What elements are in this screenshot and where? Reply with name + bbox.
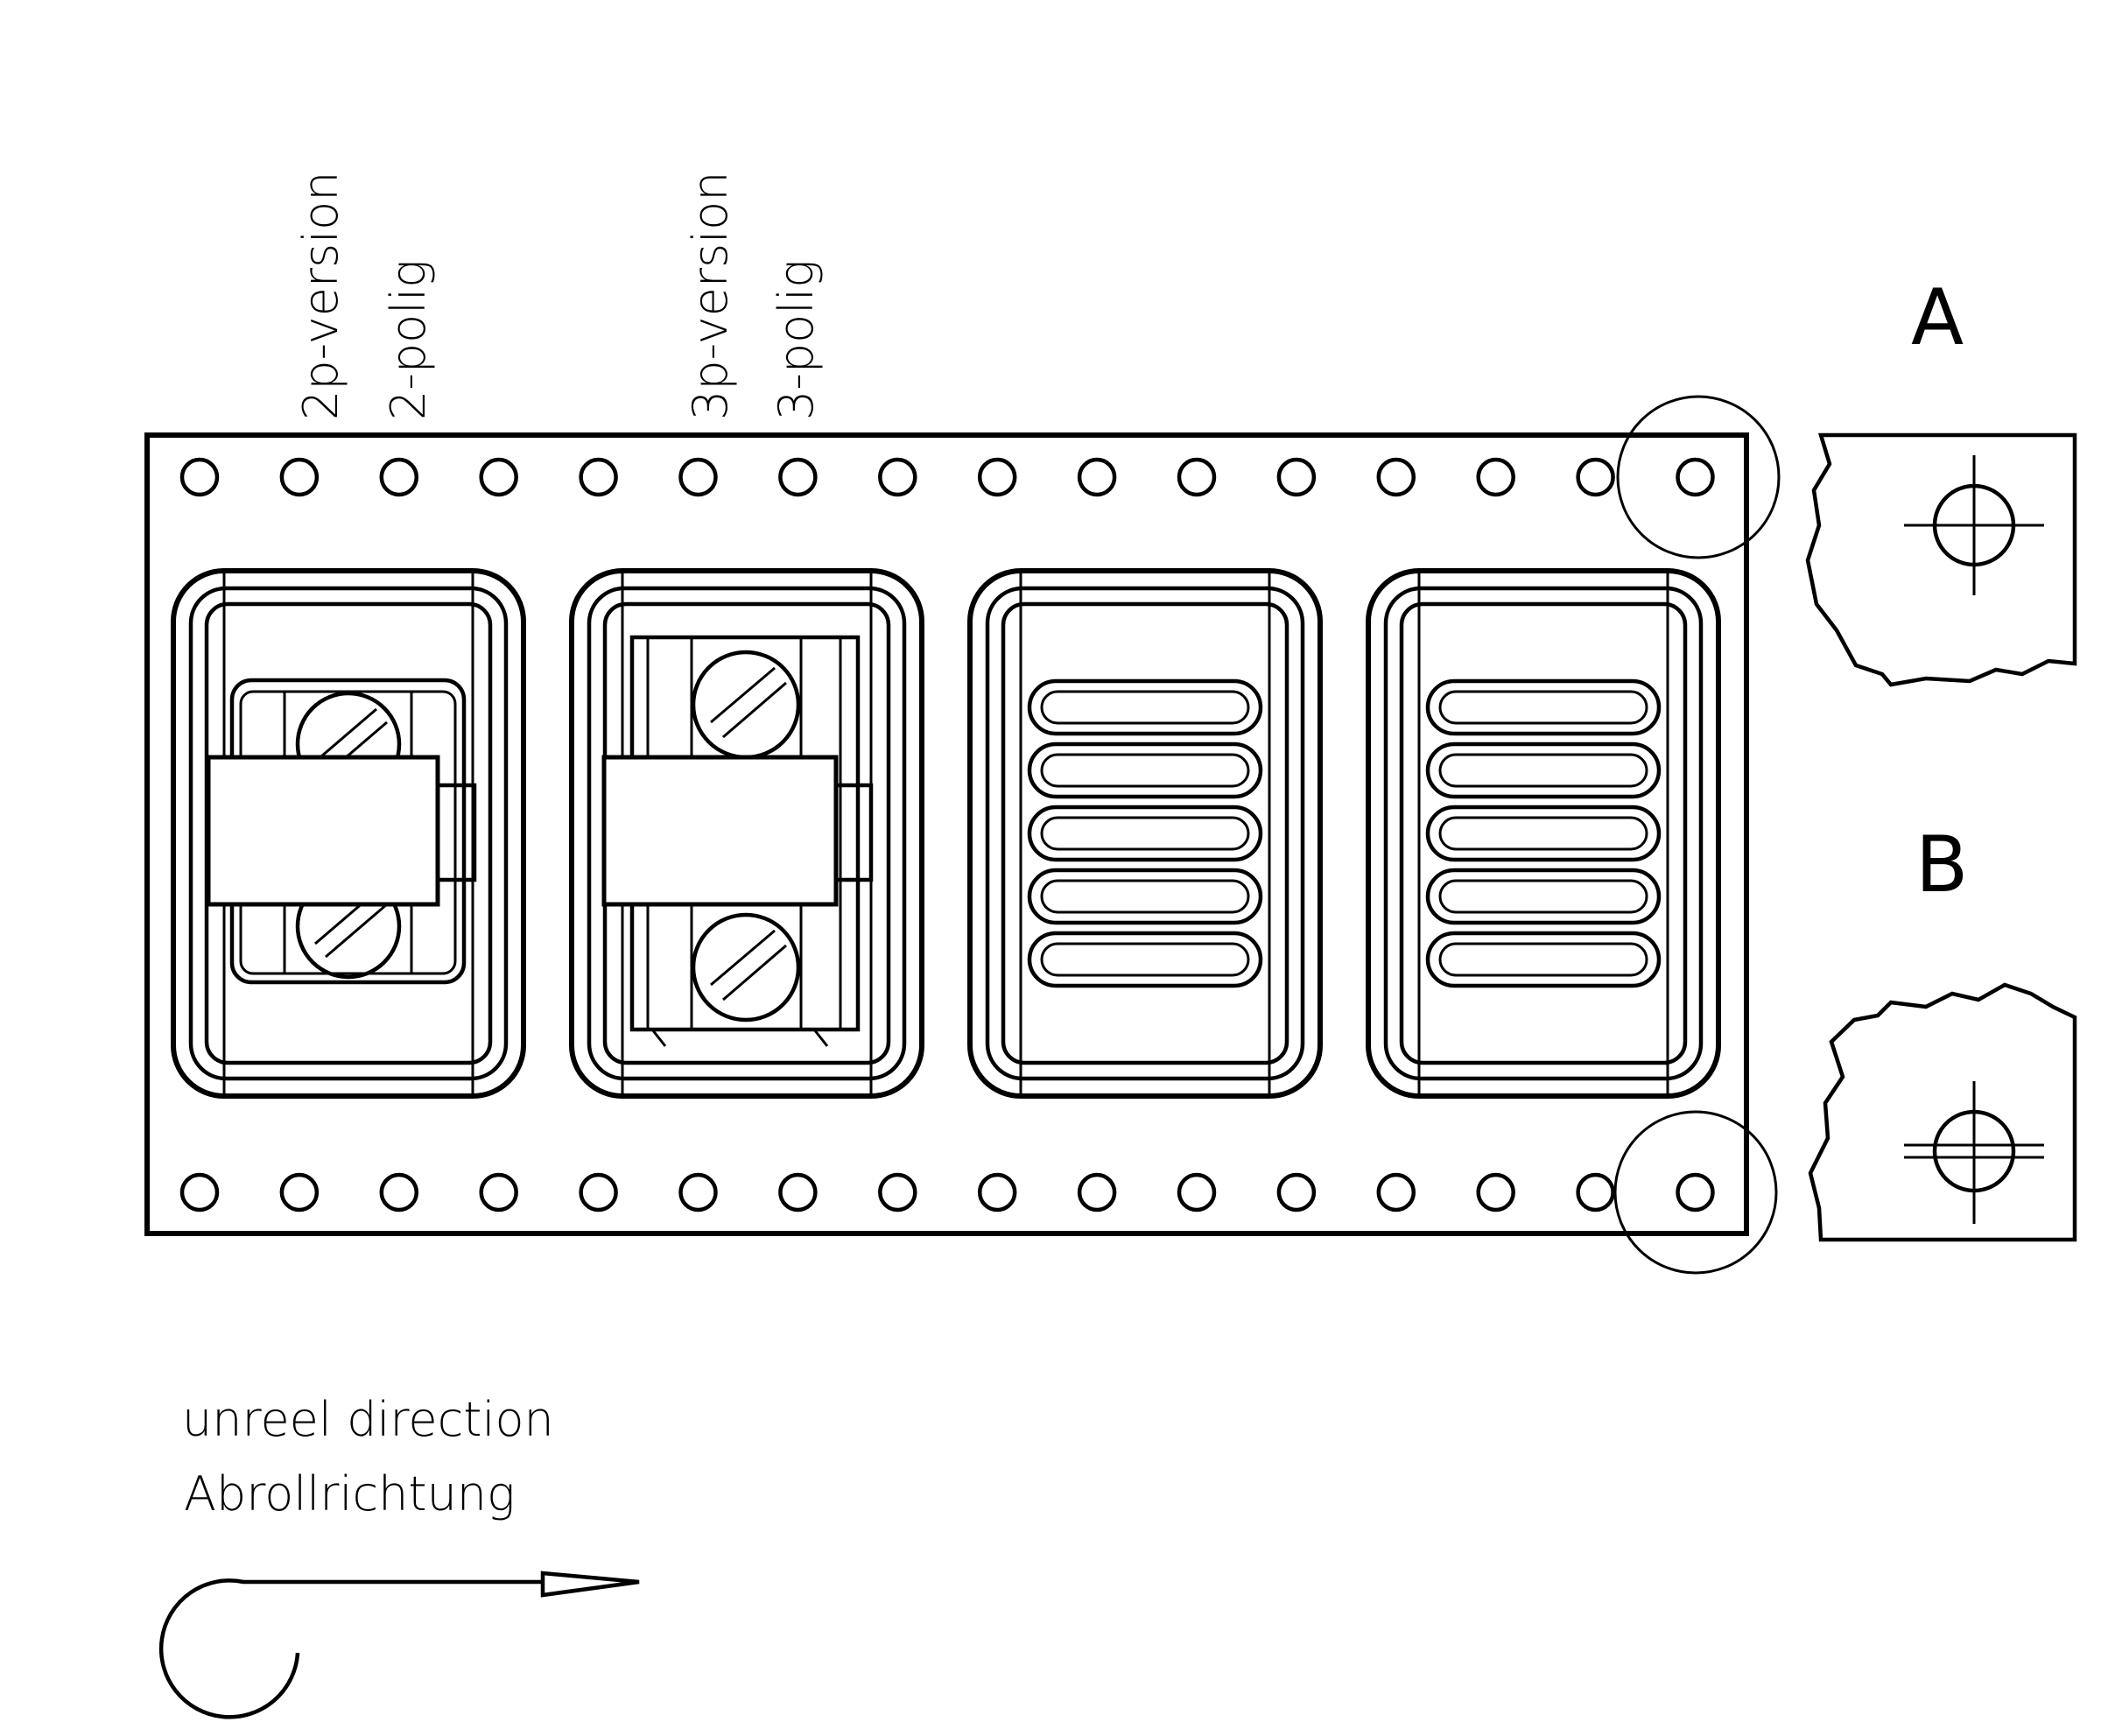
detail-circle-a [1616,395,1781,559]
rib [1425,868,1662,925]
sprocket-hole [1077,457,1117,497]
sprocket-hole [279,457,320,497]
unreel-direction-label: unreel direction [182,1392,554,1447]
rib [1027,868,1263,925]
sprocket-hole [977,457,1017,497]
sprocket-holes-top [179,457,1715,497]
sprocket-hole [179,457,220,497]
sprocket-hole [1576,1172,1615,1212]
abrollrichtung-label: Abrollrichtung [184,1466,515,1522]
sprocket-hole [878,457,917,497]
sprocket-hole [678,457,718,497]
sprocket-holes-bottom [179,1172,1715,1212]
connector-3p [601,635,874,1047]
rib [1425,678,1662,736]
screw-icon [691,650,801,760]
sprocket-hole [1276,457,1317,497]
sprocket-hole [579,457,618,497]
sprocket-hole [379,1172,419,1212]
sprocket-hole [1376,457,1416,497]
sprocket-hole [878,1172,917,1212]
detail-a-view [1805,432,2077,687]
sprocket-hole [579,1172,618,1212]
label-2p-version: 2p-version [293,172,348,420]
sprocket-hole [977,1172,1017,1212]
rib [1027,741,1263,799]
detail-circle-b [1613,1110,1778,1275]
rib [1027,931,1263,988]
sprocket-hole [479,457,518,497]
sprocket-hole [778,457,818,497]
detail-b-view [1808,982,2077,1242]
unreel-arrow-icon [158,1571,640,1719]
sprocket-hole [778,1172,818,1212]
pocket-4 [1366,568,1721,1099]
sprocket-hole [1476,1172,1515,1212]
pocket-ribs [1027,678,1662,988]
detail-label-a: A [1911,272,1964,362]
sprocket-hole [279,1172,320,1212]
label-3-polig: 3-polig [769,259,824,420]
sprocket-hole [1676,457,1715,497]
screw-icon [691,912,801,1023]
sprocket-hole [1177,1172,1217,1212]
pocket-3 [967,568,1323,1099]
label-3p-version: 3p-version [683,172,738,420]
sprocket-hole [1676,1172,1715,1212]
rib [1027,805,1263,862]
sprocket-hole [1376,1172,1416,1212]
sprocket-hole [179,1172,220,1212]
detail-label-b: B [1915,819,1968,910]
sprocket-hole [678,1172,718,1212]
sprocket-hole [1077,1172,1117,1212]
sprocket-hole [1276,1172,1317,1212]
sprocket-hole [1177,457,1217,497]
rib [1425,805,1662,862]
carrier-tape [144,432,1749,1236]
sprocket-hole [479,1172,518,1212]
rib [1027,678,1263,736]
sprocket-hole [1576,457,1615,497]
label-2-polig: 2-polig [381,259,436,420]
rib [1425,741,1662,799]
connector-2p [206,678,477,985]
rib [1425,931,1662,988]
sprocket-hole [379,457,419,497]
sprocket-hole [1476,457,1515,497]
